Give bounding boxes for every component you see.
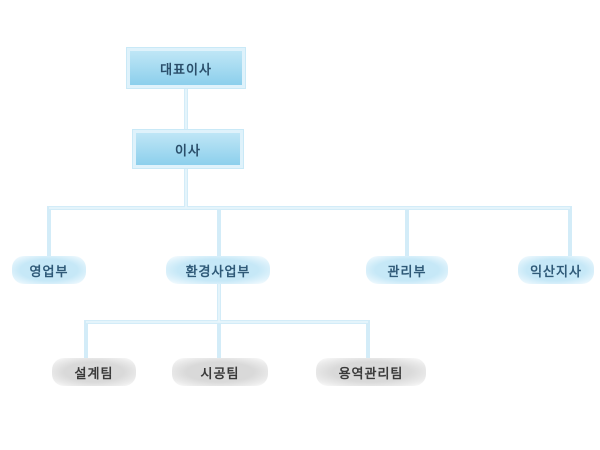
node-dept-environment-label: 환경사업부 [185, 264, 251, 280]
node-team-design-label: 설계팀 [74, 366, 114, 382]
node-team-service-management: 용역관리팀 [316, 358, 426, 386]
node-ceo: 대표이사 [127, 48, 245, 88]
node-director: 이사 [133, 130, 243, 168]
node-dept-iksan-label: 익산지사 [530, 264, 582, 280]
node-dept-environment: 환경사업부 [166, 256, 270, 284]
node-team-construction: 시공팀 [172, 358, 268, 386]
node-dept-admin: 관리부 [366, 256, 448, 284]
node-team-construction-label: 시공팀 [200, 366, 240, 382]
node-ceo-label: 대표이사 [160, 62, 212, 78]
node-dept-admin-label: 관리부 [387, 264, 427, 280]
node-team-service-management-label: 용역관리팀 [338, 366, 404, 382]
node-director-label: 이사 [175, 143, 201, 159]
node-dept-sales-label: 영업부 [29, 264, 69, 280]
node-dept-sales: 영업부 [12, 256, 86, 284]
node-team-design: 설계팀 [52, 358, 136, 386]
node-dept-iksan: 익산지사 [518, 256, 594, 284]
